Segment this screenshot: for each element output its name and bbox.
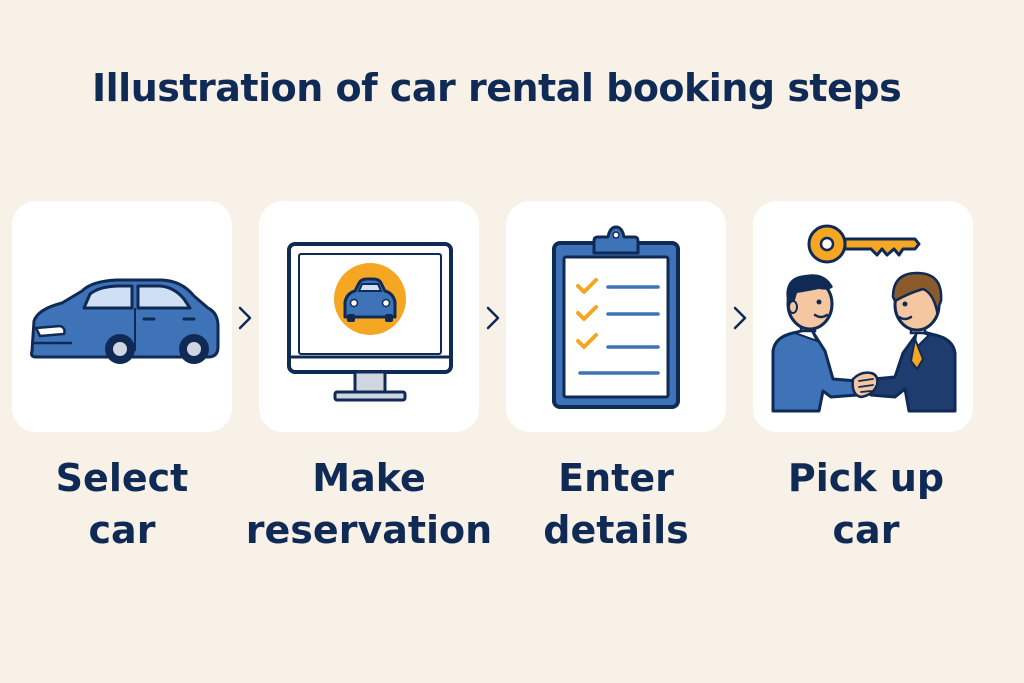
chevron-right-icon xyxy=(484,300,502,336)
step-card-make-reservation xyxy=(259,201,479,432)
key-handshake-icon xyxy=(771,224,957,413)
car-icon xyxy=(30,278,220,364)
step-label-select-car: Select car xyxy=(0,452,252,556)
step-label-line: details xyxy=(543,508,689,552)
step-label-line: Enter xyxy=(558,456,674,500)
step-label-line: Make xyxy=(312,456,426,500)
step-label-line: Pick up xyxy=(787,456,945,500)
step-label-enter-details: Enter details xyxy=(486,452,746,556)
step-card-select-car xyxy=(12,201,232,432)
step-label-line: car xyxy=(88,508,156,552)
step-label-pick-up-car: Pick up car xyxy=(736,452,996,556)
step-card-pick-up-car xyxy=(753,201,973,432)
step-label-line: car xyxy=(832,508,900,552)
step-label-make-reservation: Make reservation xyxy=(239,452,499,556)
key-icon xyxy=(807,224,921,264)
clipboard-checklist-icon xyxy=(552,225,680,409)
step-label-line: reservation xyxy=(245,508,493,552)
chevron-right-icon xyxy=(236,300,254,336)
diagram-title: Illustration of car rental booking steps xyxy=(92,66,902,110)
monitor-car-icon xyxy=(287,242,453,402)
chevron-right-icon xyxy=(731,300,749,336)
step-label-line: Select xyxy=(55,456,189,500)
step-card-enter-details xyxy=(506,201,726,432)
person-right-icon xyxy=(869,271,957,413)
person-left-icon xyxy=(771,274,859,413)
handshake-icon xyxy=(851,371,879,399)
